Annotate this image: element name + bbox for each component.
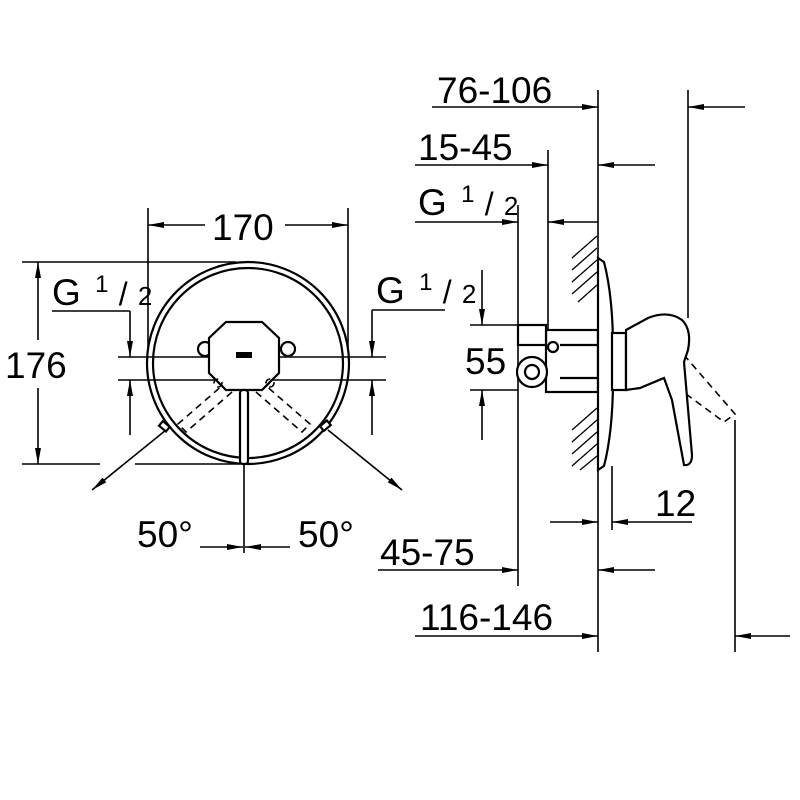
rosette-mark-right xyxy=(318,418,333,433)
hatch-line xyxy=(571,247,598,271)
thread-right-letter: G xyxy=(376,270,405,311)
connection-nut xyxy=(516,323,548,347)
hatch-line xyxy=(571,407,598,431)
label-15-45: 15-45 xyxy=(418,127,513,168)
hatch-line xyxy=(571,431,598,455)
cartridge-slot xyxy=(236,352,252,358)
cartridge-detail-left xyxy=(213,378,223,388)
thread-side-slash: / xyxy=(485,186,494,222)
thread-right-numerator: 1 xyxy=(419,269,432,296)
wall-hatching-lower xyxy=(571,407,598,471)
rosette-plate-side xyxy=(596,255,615,473)
handle-side xyxy=(624,313,694,467)
side-view: 76-106 15-45 G 1 / 2 55 12 45-75 116-146 xyxy=(378,70,790,652)
mixer-body-screw xyxy=(546,340,560,354)
spindle xyxy=(610,331,628,392)
lever-front xyxy=(238,388,250,466)
label-45-75: 45-75 xyxy=(380,532,475,573)
label-76-106: 76-106 xyxy=(437,70,552,111)
thread-side-numerator: 1 xyxy=(461,181,474,208)
label-thread-right: G 1 / 2 xyxy=(376,257,476,311)
label-angle-left: 50° xyxy=(137,514,193,555)
angle-line-right xyxy=(327,429,403,491)
hatch-line xyxy=(571,259,598,283)
thread-left-slash: / xyxy=(119,276,128,312)
label-116-146: 116-146 xyxy=(420,597,553,638)
cartridge-ear-right xyxy=(279,340,297,358)
label-170: 170 xyxy=(212,207,274,248)
label-thread-left: G 1 / 2 xyxy=(52,259,152,313)
thread-right-slash: / xyxy=(443,274,452,310)
thread-left-letter: G xyxy=(52,272,81,313)
angle-line-left xyxy=(91,429,167,491)
thread-left-denominator: 2 xyxy=(138,281,152,311)
hatch-line xyxy=(571,419,598,443)
hatch-line xyxy=(571,443,598,467)
connection-pipe-inner xyxy=(523,363,541,381)
front-view: 170 176 G 1 / 2 G 1 / 2 xyxy=(5,207,476,555)
label-176: 176 xyxy=(5,345,67,386)
label-12: 12 xyxy=(655,483,696,524)
label-55: 55 xyxy=(465,341,506,382)
wall-hatching-upper xyxy=(571,235,598,303)
thread-side-letter: G xyxy=(418,182,447,223)
rosette-mark-left xyxy=(157,419,172,434)
cartridge-detail-right xyxy=(265,378,275,388)
hatch-line xyxy=(577,284,598,303)
label-thread-side: G 1 / 2 xyxy=(418,169,518,223)
label-angle-right: 50° xyxy=(298,514,354,555)
mixer-body xyxy=(544,328,600,394)
hatch-line xyxy=(571,271,598,295)
lever-position-left-dashed xyxy=(176,383,233,434)
lever-position-right-dashed xyxy=(255,383,312,434)
hatch-line xyxy=(571,235,598,259)
thread-right-denominator: 2 xyxy=(462,279,476,309)
hatch-line xyxy=(579,455,598,471)
thread-side-denominator: 2 xyxy=(504,191,518,221)
thread-left-numerator: 1 xyxy=(95,271,108,298)
